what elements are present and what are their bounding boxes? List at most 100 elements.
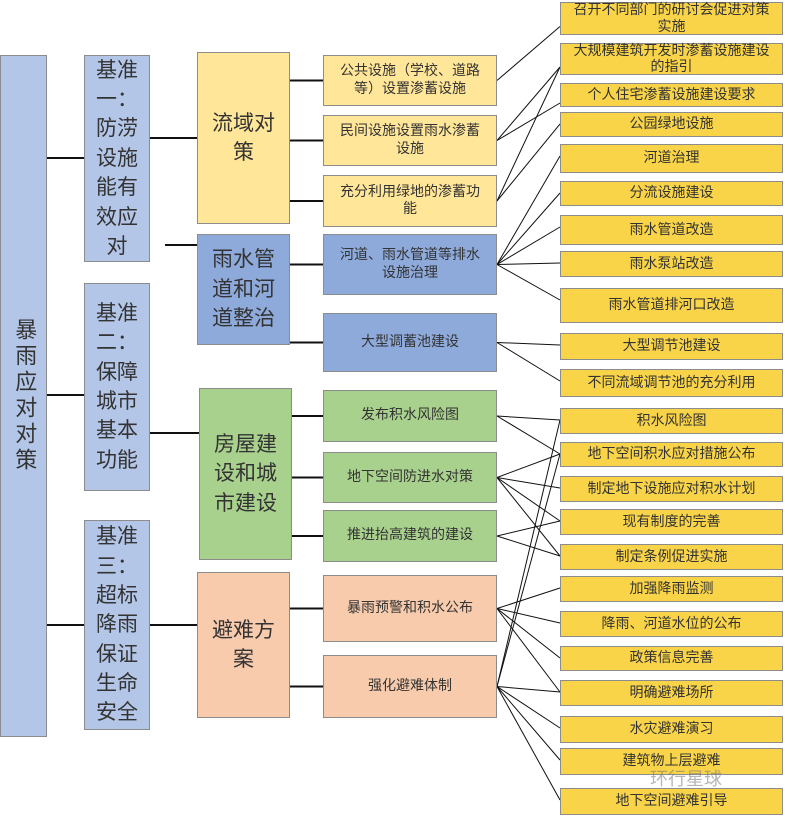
measure-label: 发布积水风险图: [361, 407, 459, 424]
connector-line: [496, 123, 561, 202]
strategy-label: 雨水管道和河道整治: [212, 247, 275, 331]
measure-label: 强化避难体制: [368, 677, 452, 694]
connector-line: [496, 520, 561, 537]
connector-line: [496, 608, 561, 659]
action-label: 雨水管道改造: [629, 221, 714, 238]
action-label: 公园绿地设施: [629, 116, 714, 133]
criterion-label: 基准一：防涝设施能有效应对: [96, 57, 138, 258]
connector-line: [496, 535, 561, 557]
action-node: 加强降雨监测: [560, 576, 783, 602]
action-node: 大型调节池建设: [560, 333, 783, 360]
measure-node: 民间设施设置雨水渗蓄设施: [323, 115, 497, 166]
action-label: 水灾避难演习: [629, 721, 714, 738]
measure-label: 充分利用绿地的渗蓄功能: [340, 183, 480, 218]
action-node: 降雨、河道水位的公布: [560, 611, 783, 637]
measure-node: 暴雨预警和积水公布: [323, 575, 497, 642]
action-node: 地下空间避难引导: [560, 788, 783, 815]
action-node: 制定地下设施应对积水计划: [560, 476, 783, 502]
action-label: 地下空间积水应对措施公布: [587, 446, 756, 463]
action-node: 河道治理: [560, 144, 783, 173]
criterion-3: 基准三：超标降雨保证生命安全: [84, 520, 150, 730]
measure-label: 推进抬高建筑的建设: [347, 527, 473, 544]
action-label: 大型调节池建设: [622, 338, 721, 355]
measure-node: 地下空间防进水对策: [323, 452, 497, 503]
action-node: 积水风险图: [560, 408, 783, 434]
measure-label: 大型调蓄池建设: [361, 333, 459, 350]
action-node: 雨水管道排河口改造: [560, 288, 783, 323]
action-label: 加强降雨监测: [629, 580, 714, 597]
root-node: 暴雨应对对策: [0, 55, 47, 737]
connector-line: [496, 608, 561, 693]
action-node: 建筑物上层避难: [560, 748, 783, 775]
measure-label: 民间设施设置雨水渗蓄设施: [340, 123, 480, 157]
connector-line: [496, 342, 561, 346]
strategy-label: 流域对策: [212, 110, 275, 164]
criterion-1: 基准一：防涝设施能有效应对: [84, 55, 150, 262]
watermark: 环行星球: [650, 769, 722, 790]
connector-line: [496, 226, 561, 265]
action-label: 召开不同部门的研讨会促进对策实施: [573, 2, 770, 35]
connector-line: [496, 66, 561, 202]
measure-node: 公共设施（学校、道路等）设置渗蓄设施: [323, 55, 497, 106]
strategy-label: 避难方案: [212, 617, 275, 671]
criterion-label: 基准三：超标降雨保证生命安全: [96, 524, 138, 725]
action-node: 召开不同部门的研讨会促进对策实施: [560, 2, 783, 35]
action-node: 大规模建筑开发时渗蓄设施建设的指引: [560, 43, 783, 75]
strategy-evacuation: 避难方案: [197, 572, 290, 718]
action-label: 政策信息完善: [629, 650, 714, 667]
connector-line: [496, 453, 561, 478]
connector-line: [496, 415, 561, 455]
measure-node: 强化避难体制: [323, 655, 497, 718]
connector-line: [496, 264, 561, 301]
connector-line: [496, 453, 561, 687]
connector-line: [496, 608, 561, 624]
connector-line: [496, 686, 561, 693]
connector-line: [496, 477, 561, 557]
action-label: 制定条例促进实施: [615, 548, 728, 565]
action-node: 雨水管道改造: [560, 215, 783, 245]
measure-node: 大型调蓄池建设: [323, 313, 497, 372]
connector-line: [496, 419, 561, 687]
connector-line: [496, 66, 561, 141]
measure-label: 地下空间防进水对策: [347, 468, 473, 485]
action-label: 积水风险图: [636, 412, 707, 429]
action-label: 不同流域调节池的充分利用: [587, 374, 756, 391]
action-node: 雨水泵站改造: [560, 251, 783, 277]
strategy-building: 房屋建设和城市建设: [199, 388, 292, 560]
connector-line: [496, 342, 561, 382]
action-label: 明确避难场所: [629, 684, 714, 701]
action-node: 地下空间积水应对措施公布: [560, 442, 783, 467]
connector-line: [496, 477, 561, 522]
measure-node: 推进抬高建筑的建设: [323, 510, 497, 562]
measure-node: 河道、雨水管道等排水设施治理: [323, 234, 497, 295]
action-label: 个人住宅渗蓄设施建设要求: [587, 86, 756, 103]
action-label: 雨水管道排河口改造: [608, 297, 735, 314]
action-label: 现有制度的完善: [622, 513, 721, 530]
action-label: 雨水泵站改造: [629, 255, 714, 272]
connector-line: [496, 587, 561, 609]
action-node: 个人住宅渗蓄设施建设要求: [560, 83, 783, 107]
action-node: 制定条例促进实施: [560, 544, 783, 570]
action-label: 制定地下设施应对积水计划: [587, 480, 756, 497]
action-node: 政策信息完善: [560, 646, 783, 671]
strategy-label: 房屋建设和城市建设: [214, 431, 277, 515]
connector-line: [496, 686, 561, 801]
connector-line: [496, 26, 561, 81]
action-node: 不同流域调节池的充分利用: [560, 369, 783, 397]
action-node: 水灾避难演习: [560, 716, 783, 743]
action-label: 建筑物上层避难: [622, 753, 721, 770]
measure-label: 暴雨预警和积水公布: [347, 599, 473, 616]
measure-label: 公共设施（学校、道路等）设置渗蓄设施: [340, 63, 480, 97]
measure-node: 发布积水风险图: [323, 390, 497, 442]
action-node: 公园绿地设施: [560, 112, 783, 137]
connector-line: [496, 415, 561, 421]
connector-line: [496, 192, 561, 265]
connector-line: [496, 686, 561, 761]
strategy-drainage: 雨水管道和河道整治: [197, 234, 290, 345]
root-label: 暴雨应对对策: [11, 318, 37, 474]
connector-line: [496, 102, 561, 141]
measure-node: 充分利用绿地的渗蓄功能: [323, 175, 497, 227]
action-label: 分流设施建设: [629, 185, 714, 202]
action-label: 河道治理: [643, 150, 700, 167]
